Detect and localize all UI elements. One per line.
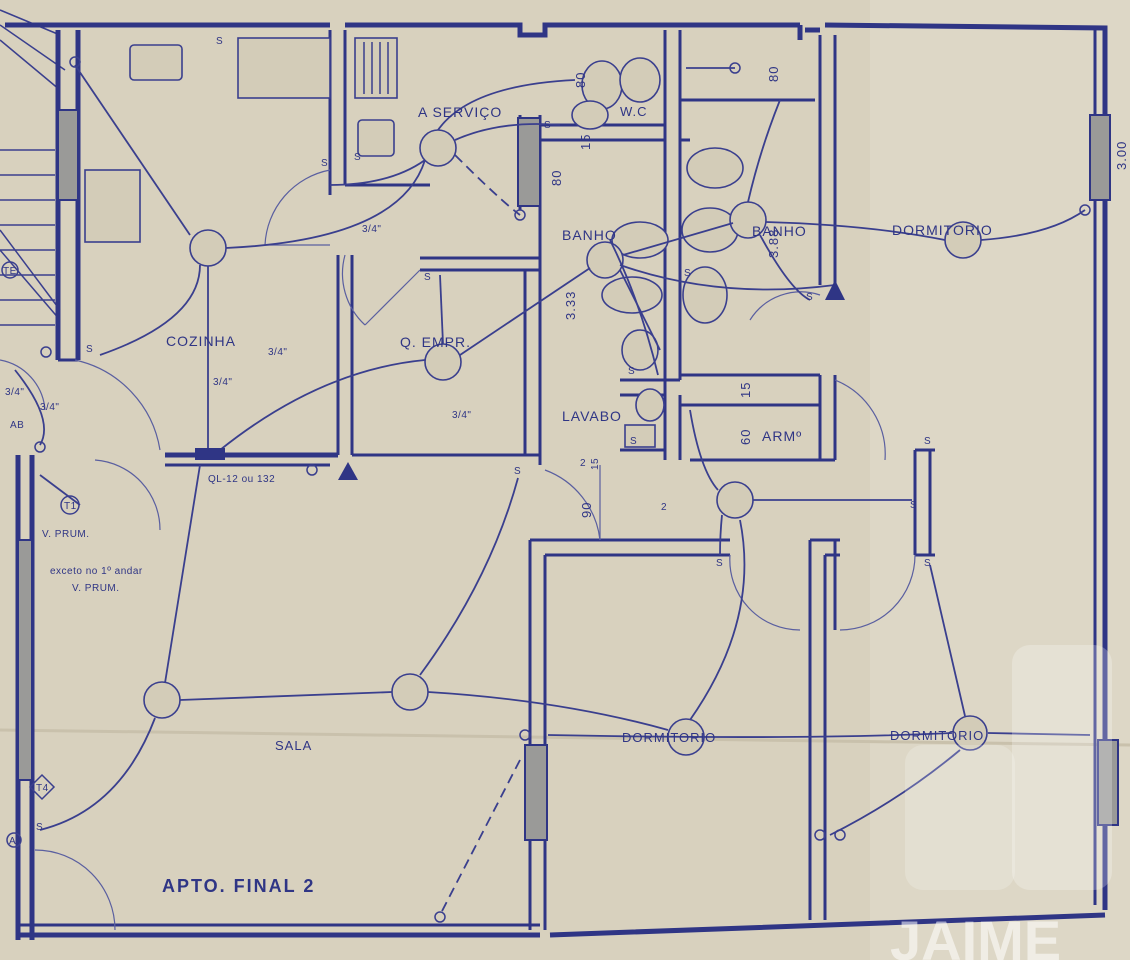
- annotation-prum-1: V. PRUM.: [42, 529, 90, 540]
- annotation-excepto: exceto no 1º andar: [50, 566, 143, 577]
- interior-walls: [165, 25, 935, 930]
- pipe-label-1: 3/4": [362, 224, 381, 235]
- switch-label: S: [716, 558, 723, 569]
- watermark-text: JAIME: [890, 909, 1061, 960]
- outlet-te: [1, 261, 19, 279]
- pipe-label-2: 3/4": [268, 347, 287, 358]
- dimension-80-a: 80: [573, 72, 588, 88]
- dimension-15-c: 15: [590, 458, 601, 470]
- pipe-label-3: 3/4": [213, 377, 232, 388]
- room-label-sala: SALA: [275, 738, 312, 753]
- switch-label: S: [216, 36, 223, 47]
- switch-label: S: [924, 558, 931, 569]
- watermark-logo-bar: [1012, 645, 1112, 890]
- outlet-a: [6, 832, 22, 848]
- switch-label: S: [321, 158, 328, 169]
- paper-fold-right: [870, 0, 1130, 960]
- telephone-t1: [60, 495, 80, 515]
- dimension-2-b: 2: [661, 502, 667, 513]
- watermark-logo-block: [905, 745, 1015, 890]
- switch-label: S: [910, 500, 917, 511]
- pipe-size-labels: 3/4" 3/4" 3/4" 3/4" 3/4" 3/4": [5, 224, 471, 421]
- dimension-3-88: 3.88: [766, 229, 781, 258]
- plan-title: APTO. FINAL 2: [162, 876, 315, 896]
- switch-label: S: [924, 436, 931, 447]
- pipe-label-4: 3/4": [452, 410, 471, 421]
- staircase: [0, 9, 66, 326]
- annotation-a: A: [9, 836, 16, 847]
- fixtures: [84, 37, 744, 448]
- room-label-banho-1: BANHO: [562, 227, 617, 243]
- electrical-wiring: [14, 64, 1091, 916]
- pipe-label-5: 3/4": [40, 402, 59, 413]
- room-label-banho-2: BANHO: [752, 223, 807, 239]
- switch-label: S: [806, 292, 813, 303]
- switch-label: S: [514, 466, 521, 477]
- annotations: QL-12 ou 132 V. PRUM. exceto no 1º andar…: [3, 266, 275, 847]
- room-label-dormitorio-2: DORMITORIO: [622, 730, 716, 745]
- watermark: JAIME: [890, 645, 1112, 960]
- annotation-prum-2: V. PRUM.: [72, 583, 120, 594]
- dimension-80-b: 80: [766, 66, 781, 82]
- riser-triangle: [338, 462, 358, 480]
- dimension-labels: 80 80 15 80 3.33 3.88 3.00 15 60 90 2 2 …: [549, 66, 1129, 518]
- annotation-t4: T4: [36, 783, 49, 794]
- switch-label: S: [354, 152, 361, 163]
- annotation-t1: T1: [64, 501, 77, 512]
- dimension-60: 60: [738, 429, 753, 445]
- room-label-armario: ARMº: [762, 428, 802, 444]
- dimension-15-a: 15: [578, 134, 593, 150]
- room-label-wc: W.C: [620, 104, 648, 119]
- dimension-3-33: 3.33: [563, 291, 578, 320]
- room-label-dormitorio-3: DORMITORIO: [890, 728, 984, 743]
- paper-crease: [0, 728, 1130, 747]
- room-label-q-empr: Q. EMPR.: [400, 334, 471, 350]
- dimension-3-00: 3.00: [1114, 141, 1129, 170]
- room-labels: A SERVIÇO W.C COZINHA Q. EMPR. BANHO BAN…: [166, 104, 993, 753]
- distribution-board: [195, 448, 225, 460]
- dimension-90: 90: [579, 502, 594, 518]
- riser-triangle-2: [825, 280, 845, 300]
- pipe-label-6: 3/4": [5, 387, 24, 398]
- room-label-cozinha: COZINHA: [166, 333, 236, 349]
- switch-label: S: [36, 822, 43, 833]
- annotation-ql: QL-12 ou 132: [208, 474, 275, 485]
- switch-label: S: [544, 120, 551, 131]
- switch-label: S: [86, 344, 93, 355]
- room-label-lavabo: LAVABO: [562, 408, 622, 424]
- switch-label: S: [628, 366, 635, 377]
- light-points: [143, 129, 988, 756]
- switch-labels: S S S S S S S S S S S S S S S S: [36, 36, 931, 833]
- annotation-ab: AB: [10, 420, 24, 431]
- room-label-dormitorio-1: DORMITORIO: [892, 222, 993, 238]
- telephone-t4: [28, 773, 56, 801]
- structural-columns: [17, 109, 1119, 841]
- dimension-2-a: 2: [580, 458, 586, 469]
- switch-label: S: [684, 268, 691, 279]
- dimension-80-c: 80: [549, 170, 564, 186]
- switch-label: S: [424, 272, 431, 283]
- electrical-symbols: [1, 56, 1091, 923]
- room-label-a-servico: A SERVIÇO: [418, 104, 502, 120]
- dimension-15-b: 15: [738, 382, 753, 398]
- annotation-te: TE: [3, 266, 17, 277]
- switch-label: S: [630, 436, 637, 447]
- door-swings: [0, 169, 916, 931]
